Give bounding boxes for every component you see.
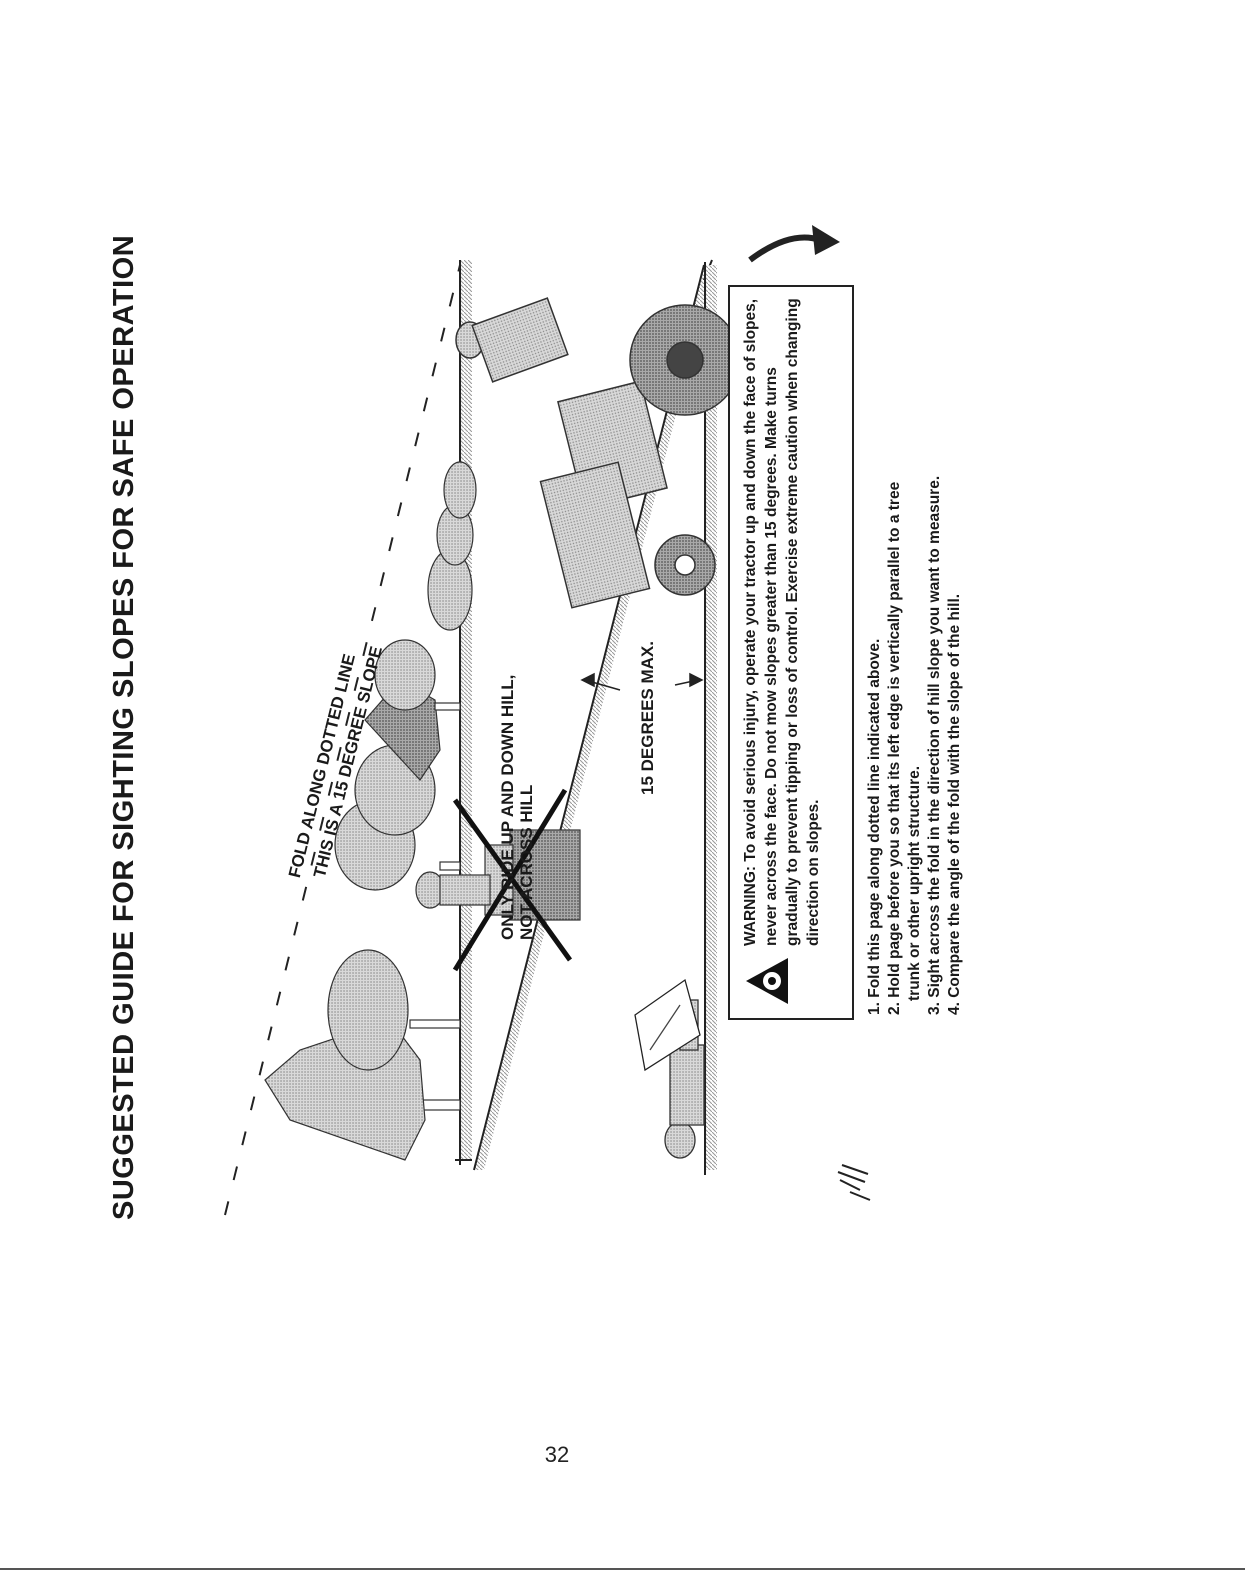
warning-text: WARNING: To avoid serious injury, operat…: [742, 298, 822, 946]
slope-illustration: [224, 225, 871, 1216]
bottom-rule: [0, 1568, 1245, 1570]
trees: [264, 461, 477, 1161]
max-degrees-label: 15 DEGREES MAX.: [638, 641, 657, 795]
ride-note-line-2: NOT ACROSS HILL: [517, 784, 536, 940]
step-4: 4. Compare the angle of the fold with th…: [946, 593, 963, 1015]
tractor-up-down: [455, 297, 741, 609]
step-1: 1. Fold this page along dotted line indi…: [866, 638, 883, 1015]
step-3: 3. Sight across the fold in the directio…: [926, 475, 943, 1015]
direction-arrow: [748, 234, 821, 263]
warning-triangle-icon: [746, 958, 788, 1004]
page-number: 32: [544, 1442, 570, 1467]
person-sighting: [634, 978, 705, 1159]
crossed-out-tractor: [415, 788, 581, 972]
rotated-page: SUGGESTED GUIDE FOR SIGHTING SLOPES FOR …: [100, 80, 980, 1220]
ride-note-line-1: ONLY RIDE UP AND DOWN HILL,: [498, 674, 517, 940]
upper-ground: [455, 260, 472, 1165]
angle-marker: [580, 672, 704, 691]
lower-ground: [704, 262, 717, 1175]
step-2: 2. Hold page before you so that its left…: [886, 481, 903, 1015]
ride-direction-note: ONLY RIDE UP AND DOWN HILL, NOT ACROSS H…: [498, 675, 536, 940]
warning-box: WARNING: To avoid serious injury, operat…: [728, 285, 854, 1020]
step-2-continued: trunk or other upright structure.: [906, 765, 923, 1001]
instruction-steps: 1. Fold this page along dotted line indi…: [865, 115, 965, 1015]
grass-tuft: [837, 1164, 871, 1201]
